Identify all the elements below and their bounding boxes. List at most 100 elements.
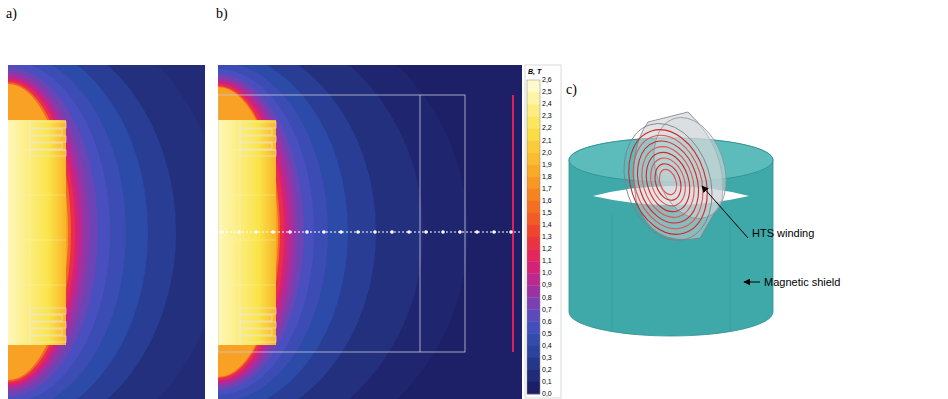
winding-turn (616, 119, 720, 244)
mesh-line (218, 285, 276, 286)
callout-label: HTS winding (752, 227, 814, 239)
field-plot (8, 65, 205, 399)
coil-section (240, 308, 276, 314)
winding-turn (645, 154, 691, 211)
winding-front-face (610, 112, 727, 252)
colorbar-band (527, 273, 540, 285)
coil-section (30, 129, 62, 135)
colorbar-tick: 1,7 (542, 185, 552, 193)
colorbar-tick: 2,0 (542, 149, 552, 157)
probe-point (305, 230, 309, 234)
magnetic-shield-line (512, 95, 514, 352)
colorbar-tick: 1,0 (542, 269, 552, 277)
colorbar-band (527, 370, 540, 382)
colorbar-band (527, 201, 540, 213)
mesh-line (218, 150, 276, 151)
colorbar-band (527, 165, 540, 177)
probe-point (458, 230, 462, 234)
field-contour (8, 65, 110, 399)
probe-point (339, 230, 343, 234)
coil-section (30, 336, 66, 342)
probe-point (509, 230, 513, 234)
mesh-line (218, 195, 276, 196)
colorbar-tick: 1,6 (542, 197, 552, 205)
field-contour (8, 77, 80, 386)
field-plot (218, 65, 522, 399)
probe-point (492, 230, 496, 234)
core-region (8, 120, 66, 345)
probe-point (288, 230, 292, 234)
colorbar-band (527, 285, 540, 297)
field-contour (8, 65, 205, 399)
probe-point (424, 230, 428, 234)
probe-point (271, 230, 275, 234)
coil-section (30, 308, 66, 314)
colorbar-band (527, 334, 540, 346)
colorbar-tick: 2,6 (542, 76, 552, 84)
colorbar-band (527, 92, 540, 104)
colorbar-band (527, 80, 540, 92)
colorbar-tick: 1,1 (542, 257, 552, 265)
colorbar-tick: 0,1 (542, 378, 552, 386)
colorbar-tick: 2,4 (542, 100, 552, 108)
colorbar-band (527, 152, 540, 164)
colorbar-band (527, 189, 540, 201)
field-contour (8, 79, 77, 385)
colorbar-band (527, 382, 540, 394)
colorbar-band (527, 213, 540, 225)
coil-section (30, 322, 66, 328)
hts-winding (610, 108, 739, 252)
colorbar-band (527, 249, 540, 261)
winding-turn (633, 140, 703, 224)
colorbar-tick: 1,3 (542, 233, 552, 241)
colorbar-tick: 0,3 (542, 354, 552, 362)
field-contour (8, 80, 75, 384)
mesh-line (8, 240, 66, 241)
colorbar-tick: 0,9 (542, 281, 552, 289)
coil-section (30, 143, 62, 149)
probe-point (356, 230, 360, 234)
colorbar-tick: 0,2 (542, 366, 552, 374)
field-contour (8, 65, 148, 399)
colorbar-tick: 2,5 (542, 88, 552, 96)
colorbar-tick: 2,2 (542, 124, 552, 132)
callout-label: Magnetic shield (764, 276, 840, 288)
colorbar-band (527, 116, 540, 128)
colorbar-band (527, 225, 540, 237)
mesh-line (8, 150, 66, 151)
field-contour (218, 80, 293, 385)
mesh-line (8, 195, 66, 196)
shield-seam (612, 214, 613, 332)
axis-unit: B, T (528, 68, 541, 76)
field-contour (8, 82, 71, 381)
probe-point (322, 230, 326, 234)
coil-section (240, 322, 276, 328)
colorbar-outline (527, 80, 540, 394)
field-contour (8, 65, 126, 399)
probe-point (390, 230, 394, 234)
colorbar-band (527, 177, 540, 189)
field-contour (8, 84, 68, 380)
winding-back-face (642, 108, 739, 228)
colorbar-band (527, 140, 540, 152)
coil-section (30, 136, 66, 142)
colorbar-band (527, 309, 540, 321)
colorbar-tick: 1,5 (542, 209, 552, 217)
field-contour (8, 65, 176, 399)
colorbar-tick: 0,7 (542, 306, 552, 314)
colorbar-frame (525, 65, 561, 398)
colorbar-tick: 1,2 (542, 245, 552, 253)
coil-section (240, 150, 276, 156)
panel-letter: a) (6, 6, 17, 21)
coil-section (240, 143, 272, 149)
colorbar-band (527, 297, 540, 309)
mesh-line (218, 240, 276, 241)
leader-arrow (702, 186, 748, 238)
coil-section (240, 329, 272, 335)
colorbar-tick: 0,0 (542, 390, 552, 398)
shield-seam (730, 214, 731, 332)
probe-point (254, 230, 258, 234)
coil-section (30, 122, 66, 128)
